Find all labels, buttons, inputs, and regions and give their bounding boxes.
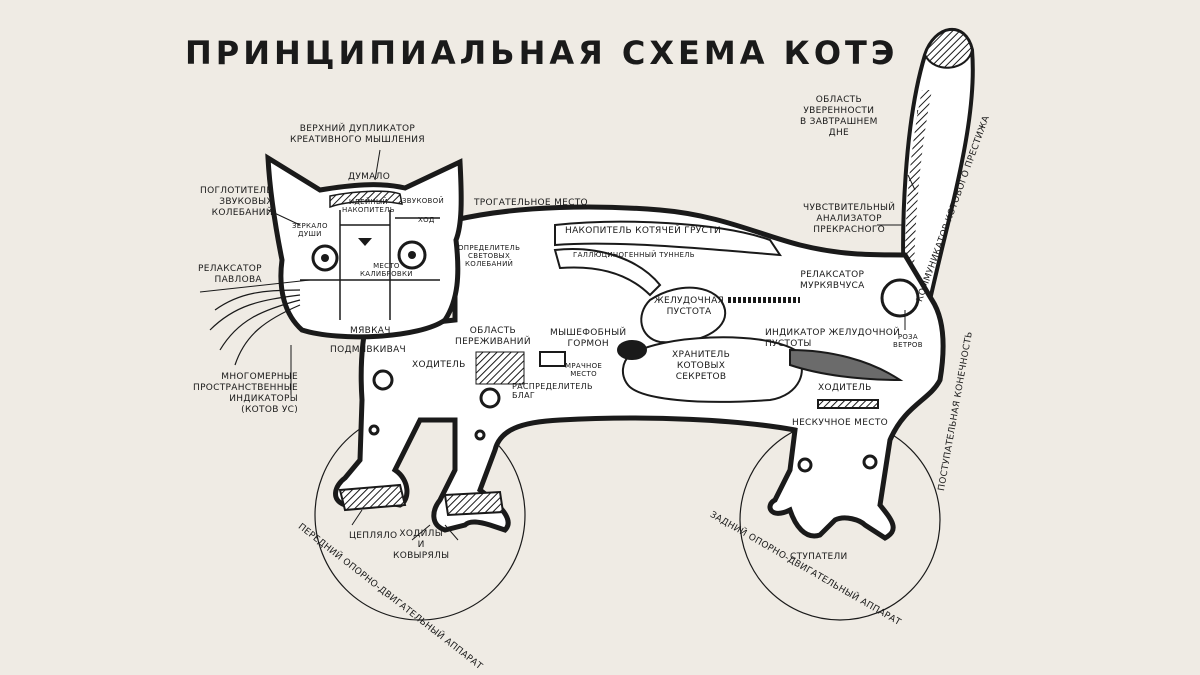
walker-bar [817, 399, 879, 409]
label-secrets-keeper: ХРАНИТЕЛЬ КОТОВЫХ СЕКРЕТОВ [672, 350, 731, 382]
label-sadness-storage: НАКОПИТЕЛЬ КОТЯЧЕЙ ГРУСТИ [565, 226, 721, 236]
secrets-shape [622, 336, 803, 403]
label-relaxer-murk: РЕЛАКСАТОР МУРКЯВЧУСА [800, 270, 865, 291]
label-distributor: РАСПРЕДЕЛИТЕЛЬ БЛАГ [512, 382, 593, 400]
head-compartments [300, 210, 440, 320]
sadness-storage-shape [554, 220, 782, 257]
label-hodily: ХОДИЛЫ И КОВЫРЯЛЫ [393, 529, 450, 561]
label-tseplyalo: ЦЕПЛЯЛО [349, 531, 398, 541]
mousephobic-hormone [617, 340, 647, 360]
label-mousephobic: МЫШЕФОБНЫЙ ГОРМОН [550, 328, 627, 349]
label-gallucinogen-tunnel: ГАЛЛЮЦИНОГЕННЫЙ ТУННЕЛЬ [573, 251, 695, 259]
label-beauty-analyzer: ЧУВСТВИТЕЛЬНЫЙ АНАЛИЗАТОР ПРЕКРАСНОГО [803, 203, 896, 235]
label-stomach-indicator: ИНДИКАТОР ЖЕЛУДОЧНОЙ ПУСТОТЫ [765, 328, 901, 349]
nose [358, 238, 372, 246]
label-walker-back: ХОДИТЕЛЬ [818, 383, 872, 393]
label-mrachnoe: МРАЧНОЕ МЕСТО [565, 362, 603, 378]
label-idea-storage: ИДЕЙНЫЙ НАКОПИТЕЛЬ [342, 198, 395, 214]
label-stupateli: СТУПАТЕЛИ [790, 552, 848, 562]
label-myavkach: МЯВКАЧ [350, 326, 391, 336]
cat-head [265, 153, 464, 340]
forehead-band [329, 190, 403, 209]
whiskers [209, 289, 301, 366]
label-light-detector: ОПРЕДЕЛИТЕЛЬ СВЕТОВЫХ КОЛЕБАНИЙ [458, 244, 521, 268]
label-podmyavkivach: ПОДМЯВКИВАЧ [330, 345, 406, 355]
label-boring-place: НЕСКУЧНОЕ МЕСТО [792, 418, 888, 428]
grid-box [475, 351, 525, 385]
label-absorber: ПОГЛОТИТЕЛЬ ЗВУКОВЫХ КОЛЕБАНИЙ [200, 186, 273, 218]
tunnel-shape [553, 248, 662, 297]
internal-organs [475, 220, 920, 409]
tail-tip [923, 29, 974, 69]
rose-of-winds [880, 278, 920, 318]
label-mirror: ЗЕРКАЛО ДУШИ [292, 222, 328, 238]
label-upper-duplicator: ВЕРХНИЙ ДУПЛИКАТОР КРЕАТИВНОГО МЫШЛЕНИЯ [290, 124, 425, 145]
label-touching-place: ТРОГАТЕЛЬНОЕ МЕСТО [474, 198, 588, 208]
tail-hatch-left [905, 90, 932, 270]
label-calibration: МЕСТО КАЛИБРОВКИ [360, 262, 413, 278]
stomach-shape [640, 286, 727, 344]
page-title: ПРИНЦИПИАЛЬНАЯ СХЕМА КОТЭ [185, 34, 899, 72]
label-walker-front: ХОДИТЕЛЬ [412, 360, 466, 370]
label-dumalo: ДУМАЛО [348, 172, 391, 182]
paw-hatching [338, 483, 505, 517]
label-sound-in: ЗВУКОВОЙ [402, 197, 444, 205]
leg-joints [368, 369, 878, 473]
label-hod: ХОД [418, 216, 435, 224]
label-rose-winds: РОЗА ВЕТРОВ [893, 333, 923, 349]
pointer-lines [199, 149, 916, 541]
label-confidence: ОБЛАСТЬ УВЕРЕННОСТИ В ЗАВТРАШНЕМ ДНЕ [800, 95, 878, 138]
label-multidim: МНОГОМЕРНЫЕ ПРОСТРАНСТВЕННЫЕ ИНДИКАТОРЫ … [193, 372, 299, 415]
label-feelings-area: ОБЛАСТЬ ПЕРЕЖИВАНИЙ [455, 326, 531, 347]
distributor-box [539, 351, 566, 367]
label-relaxer-pavlov: РЕЛАКСАТОР ПАВЛОВА [198, 264, 262, 285]
label-stomach-void: ЖЕЛУДОЧНАЯ ПУСТОТА [654, 296, 725, 317]
grey-wedge [789, 348, 904, 382]
